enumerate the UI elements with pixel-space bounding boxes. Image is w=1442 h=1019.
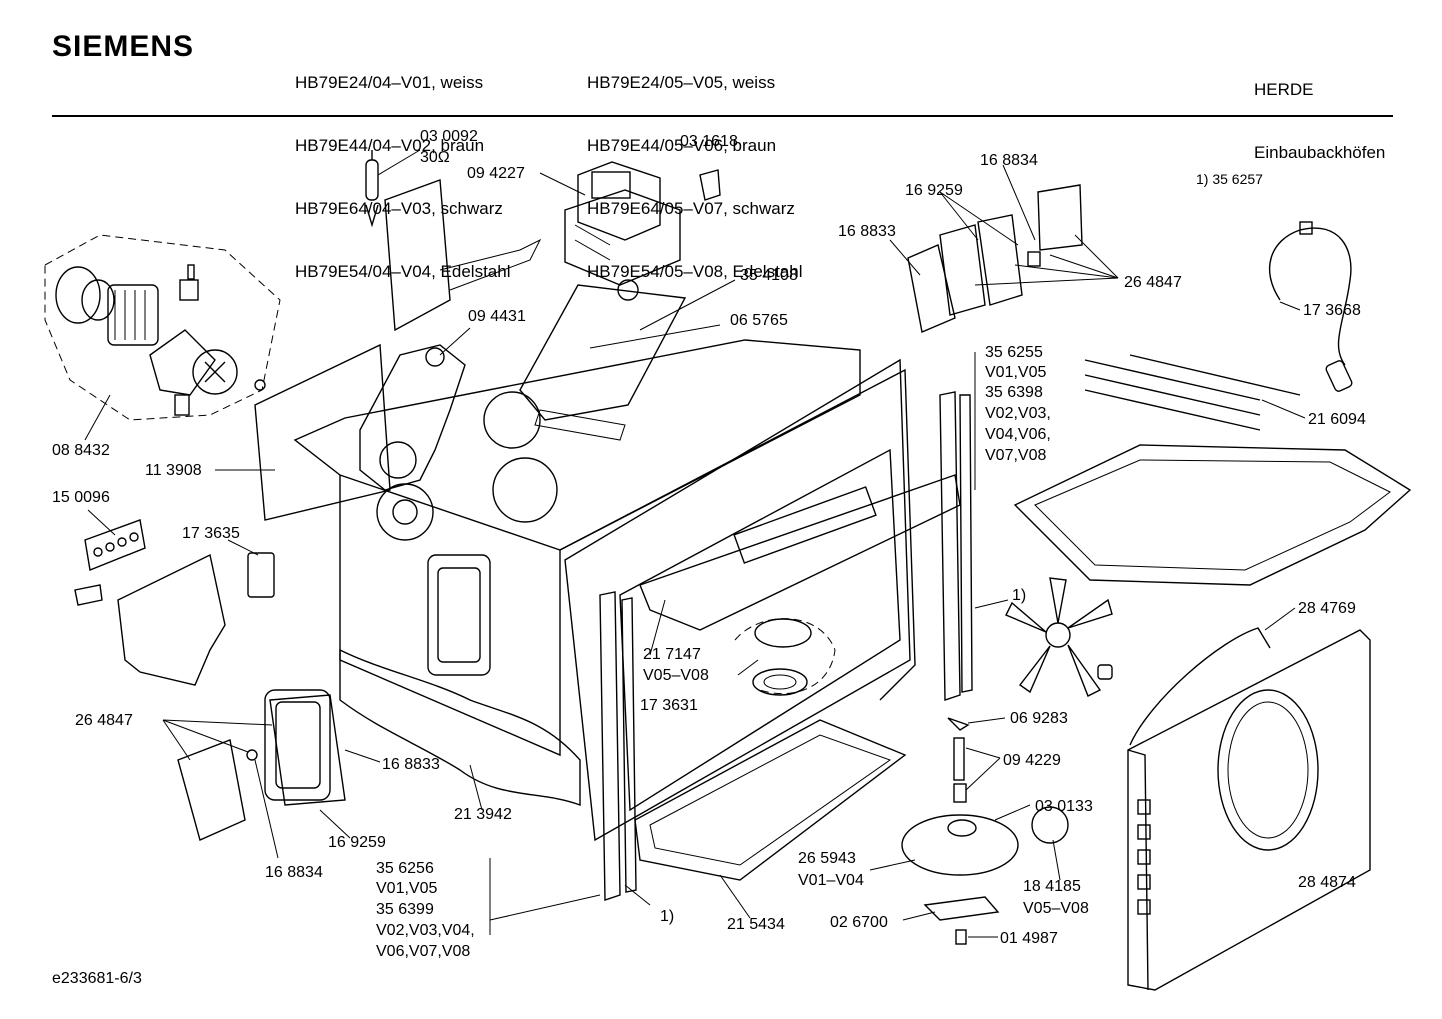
- model-line: HB79E24/04–V01, weiss: [295, 73, 484, 92]
- category-line: HERDE: [1254, 80, 1314, 99]
- part-label: 06 9283: [1010, 710, 1068, 727]
- part-label: 02 6700: [830, 914, 888, 931]
- footnote-ref: 1): [1012, 587, 1026, 604]
- stirrer-cover-drawing: [483, 391, 541, 449]
- part-label: 17 3635: [182, 525, 240, 542]
- sensor-cable-drawing: [1269, 227, 1352, 366]
- board-drawing: [117, 553, 226, 686]
- part-label: 16 8833: [382, 756, 440, 773]
- part-label: 08 8432: [52, 442, 110, 459]
- frame-strip-left: [599, 591, 621, 901]
- part-label: 35 6398: [985, 384, 1043, 401]
- part-label: 09 4227: [467, 165, 525, 182]
- part-label: 17 3668: [1303, 302, 1361, 319]
- leader-lines: [84, 149, 1306, 938]
- bracket-drawing: [384, 179, 451, 332]
- rear-panel-drawing: [1127, 627, 1371, 991]
- fan-wheel-drawing: [1005, 577, 1113, 697]
- bracket-arm: [439, 238, 542, 291]
- variant-label: V05–V08: [1023, 900, 1089, 917]
- part-label: 16 8834: [980, 152, 1038, 169]
- variant-label: V02,V03,V04,: [376, 922, 475, 939]
- drawing-id: e233681-6/3: [52, 970, 142, 987]
- variant-label: V04,V06,: [985, 426, 1051, 443]
- part-label: 35 6256: [376, 860, 434, 877]
- part-label: 30Ω: [420, 149, 450, 166]
- part-label: 09 4229: [1003, 752, 1061, 769]
- category-line: Einbaubackhöfen: [1254, 143, 1386, 162]
- model-line: HB79E44/04–V02, braun: [295, 136, 485, 155]
- model-line: HB79E64/05–V07, schwarz: [587, 199, 795, 218]
- model-line: HB79E44/05–V06, braun: [587, 136, 777, 155]
- part-label: 15 0096: [52, 489, 110, 506]
- part-label: 35 4108: [740, 267, 798, 284]
- category-label: HERDE Einbaubackhöfen: [1254, 37, 1385, 184]
- part-label: 18 4185: [1023, 878, 1081, 895]
- part-label: 03 1618: [680, 133, 738, 150]
- cover-plate-drawing: [519, 284, 687, 421]
- part-label: 16 9259: [328, 834, 386, 851]
- part-label: 26 4847: [1124, 274, 1182, 291]
- part-label: 21 6094: [1308, 411, 1366, 428]
- part-label: 28 4769: [1298, 600, 1356, 617]
- part-label: 21 5434: [727, 916, 785, 933]
- grill-heater-drawing: [1013, 354, 1412, 586]
- part-label: 16 9259: [905, 182, 963, 199]
- variant-label: V01,V05: [376, 880, 437, 897]
- model-line: HB79E54/05–V08, Edelstahl: [587, 262, 803, 281]
- part-label: 26 4847: [75, 712, 133, 729]
- resistor-drawing: [365, 150, 379, 228]
- siemens-logo: SIEMENS: [52, 30, 195, 63]
- part-label: 16 8833: [838, 223, 896, 240]
- part-label: 21 3942: [454, 806, 512, 823]
- part-label: 28 4874: [1298, 874, 1356, 891]
- part-label: 01 4987: [1000, 930, 1058, 947]
- model-line: HB79E24/05–V05, weiss: [587, 73, 776, 92]
- variant-label: V07,V08: [985, 447, 1046, 464]
- model-line: HB79E64/04–V03, schwarz: [295, 199, 503, 218]
- part-label: 09 4431: [468, 308, 526, 325]
- variant-label: V06,V07,V08: [376, 943, 470, 960]
- footnote-label: 1) 35 6257: [1196, 171, 1263, 187]
- part-labels: 03 0092 30Ω 09 4227 03 1618 16 8834 16 9…: [52, 128, 1366, 960]
- model-line: HB79E54/04–V04, Edelstahl: [295, 262, 511, 281]
- fan-base-drawing: [901, 717, 1069, 945]
- part-label: 21 7147: [643, 646, 701, 663]
- part-label: 26 5943: [798, 850, 856, 867]
- part-label: 03 0092: [420, 128, 478, 145]
- variant-label: V05–V08: [643, 667, 709, 684]
- magnetron-drawing: [564, 161, 681, 301]
- part-label: 35 6399: [376, 901, 434, 918]
- part-label: 11 3908: [145, 462, 202, 479]
- part-label: 06 5765: [730, 312, 788, 329]
- lamp-assembly-right-drawing: [907, 184, 1083, 333]
- waveguide-drawing: [359, 344, 466, 491]
- fan-motor-drawing: [55, 264, 266, 416]
- part-label: 16 8834: [265, 864, 323, 881]
- switch-drawing: [247, 552, 275, 598]
- oven-muffle-drawing: [564, 358, 961, 842]
- fan-motor-group-outline: [44, 234, 281, 421]
- variant-label: V01,V05: [985, 364, 1046, 381]
- footnote-ref: 1): [660, 908, 674, 925]
- connector-drawing: [699, 169, 721, 201]
- part-label: 35 6255: [985, 344, 1043, 361]
- model-list-col1: HB79E24/04–V01, weiss HB79E44/04–V02, br…: [295, 30, 511, 303]
- frame-strip-right: [939, 391, 961, 701]
- terminal-block-drawing: [74, 519, 146, 606]
- header-rule: [52, 115, 1393, 117]
- model-list-col2: HB79E24/05–V05, weiss HB79E44/05–V06, br…: [587, 30, 803, 303]
- part-label: 03 0133: [1035, 798, 1093, 815]
- part-label: 17 3631: [640, 697, 698, 714]
- lamp-assembly-left-drawing: [177, 689, 346, 841]
- variant-label: V01–V04: [798, 872, 864, 889]
- bottom-heater-drawing: [634, 719, 907, 881]
- variant-label: V02,V03,: [985, 405, 1051, 422]
